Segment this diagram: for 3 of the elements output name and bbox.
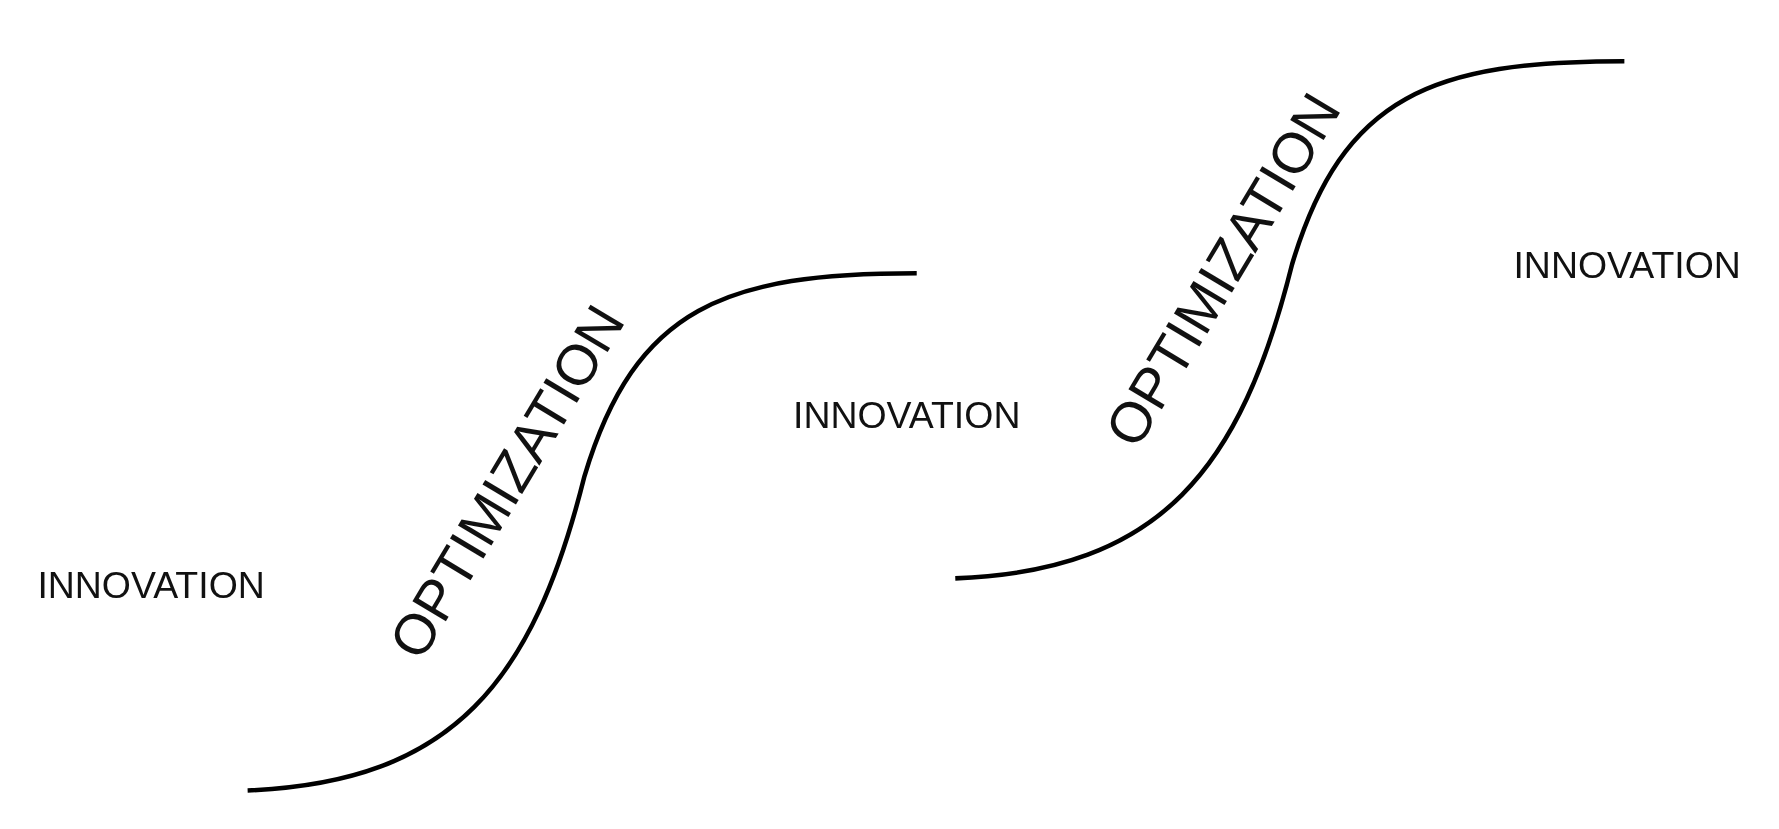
phase-label: INNOVATION — [793, 396, 1021, 435]
phase-label: INNOVATION — [37, 566, 265, 605]
phase-label: INNOVATION — [1513, 247, 1741, 285]
